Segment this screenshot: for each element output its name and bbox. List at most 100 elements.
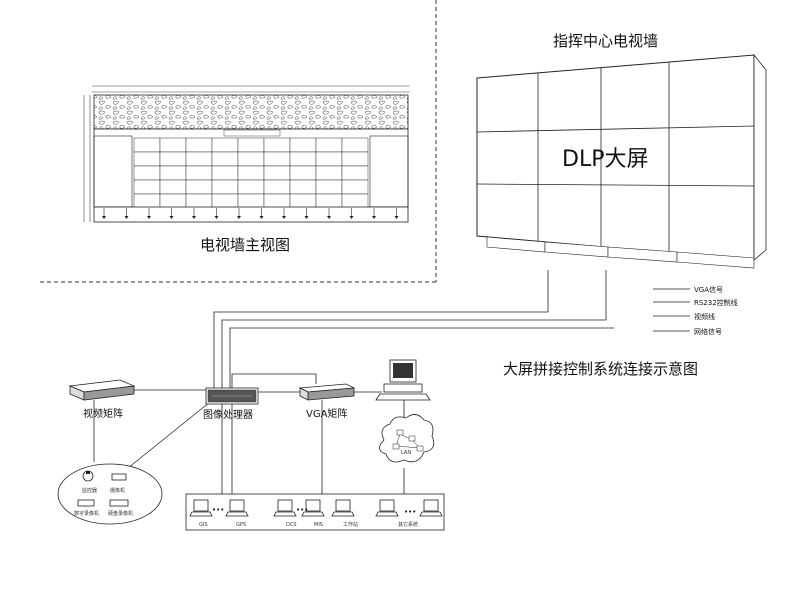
legend: VGA信号 RS232控制线 视频线 网络信号 xyxy=(653,285,738,336)
wall-screen-cell xyxy=(185,151,213,167)
wall-screen-cell xyxy=(185,137,213,153)
image-processor xyxy=(205,387,259,405)
ellipsis-dots: ••• xyxy=(212,506,224,514)
wall-screen-cell xyxy=(289,193,317,209)
wall-screen-cell xyxy=(341,151,369,167)
laptop-icon xyxy=(189,499,213,517)
wall-screen-cell xyxy=(185,193,213,209)
wall-screen-cell xyxy=(159,137,187,153)
wall-base-marker xyxy=(124,216,129,219)
source-dome-label: 监控器 xyxy=(82,487,97,494)
wall-screen-cell xyxy=(341,193,369,209)
source-label: 其它系统 xyxy=(398,521,418,528)
legend-item: 视频线 xyxy=(694,312,715,321)
wall-base-marker xyxy=(327,216,331,219)
source-label: MIS xyxy=(314,522,323,528)
ellipsis-dots: ••• xyxy=(404,508,416,516)
dlp-wall xyxy=(476,53,767,269)
wall-screen-cell xyxy=(185,179,213,195)
wall-base-marker xyxy=(147,216,151,219)
wall-base-marker xyxy=(192,216,196,219)
connection-lines xyxy=(93,270,614,494)
wall-screen-cell xyxy=(289,165,317,181)
wall-screen-cell xyxy=(159,151,187,167)
wall-stone-band xyxy=(93,94,409,130)
video-sources: 监控器 摄像机 数字录像机 硬盘录像机 xyxy=(57,463,163,525)
wall-screen-cell xyxy=(211,151,239,167)
wall-screen-cell xyxy=(315,137,343,153)
legend-item: RS232控制线 xyxy=(694,298,738,307)
wall-screen-cell xyxy=(159,193,187,209)
wall-screen-cell xyxy=(133,179,161,195)
wall-screen-cell xyxy=(159,179,187,195)
tv-wall-front-view xyxy=(83,85,410,223)
bottom-sources: ••• ••• ••• GIS GPS DCS MIS 工作站 其它系统 xyxy=(185,493,445,531)
wall-screen-cell xyxy=(211,137,239,153)
camera-icon xyxy=(111,473,127,481)
wall-screen-cell xyxy=(237,137,265,153)
wall-screen-cell xyxy=(133,193,161,209)
source-dvr-label: 数字录像机 xyxy=(74,510,99,517)
top-right-title: 指挥中心电视墙 xyxy=(553,32,658,50)
wall-front-title: 电视墙主视图 xyxy=(200,236,290,254)
source-label: 工作站 xyxy=(343,521,358,528)
source-label: GPS xyxy=(236,522,246,528)
wall-screen-cell xyxy=(237,193,265,209)
system-title: 大屏拼接控制系统连接示意图 xyxy=(503,360,698,378)
legend-item: 网络信号 xyxy=(694,327,722,336)
laptop-icon xyxy=(273,499,297,517)
dlp-label: DLP大屏 xyxy=(562,147,648,172)
desktop-pc-icon xyxy=(375,499,399,517)
wall-base-marker xyxy=(237,216,241,219)
wall-base-marker xyxy=(304,216,309,219)
wall-screen-cell xyxy=(211,165,239,181)
wall-screen-cell xyxy=(341,137,369,153)
wall-base-marker xyxy=(102,216,106,219)
wall-screen-cell xyxy=(263,193,291,209)
vga-matrix xyxy=(298,383,356,401)
wall-screen-grid xyxy=(133,137,369,209)
vcr-icon xyxy=(109,499,129,507)
wall-screen-cell xyxy=(237,151,265,167)
source-camera-label: 摄像机 xyxy=(110,487,125,494)
wall-base-marker xyxy=(169,216,174,219)
wall-screen-cell xyxy=(263,179,291,195)
laptop-icon xyxy=(225,499,249,517)
wall-screen-cell xyxy=(263,165,291,181)
vga-matrix-label: VGA矩阵 xyxy=(306,407,347,420)
wall-screen-cell xyxy=(133,137,161,153)
video-matrix xyxy=(68,379,136,401)
ellipsis-dots: ••• xyxy=(296,506,308,514)
legend-item: VGA信号 xyxy=(694,285,723,294)
workstation-pc xyxy=(375,359,431,401)
wall-screen-cell xyxy=(315,179,343,195)
wall-screen-cell xyxy=(289,179,317,195)
wall-screen-cell xyxy=(263,137,291,153)
wall-screen-cell xyxy=(315,193,343,209)
wall-screen-cell xyxy=(341,179,369,195)
wall-screen-cell xyxy=(133,151,161,167)
network-cloud: LAN xyxy=(379,414,435,463)
wall-screen-cell xyxy=(341,165,369,181)
wall-base-marker xyxy=(282,216,286,219)
cloud-label: LAN xyxy=(401,450,411,456)
wall-base xyxy=(93,206,409,223)
laptop-icon xyxy=(331,499,355,517)
wall-screen-cell xyxy=(289,151,317,167)
wall-screen-cell xyxy=(289,137,317,153)
dvr-icon xyxy=(77,499,95,507)
wall-base-marker xyxy=(372,216,376,219)
wall-base-marker xyxy=(349,216,354,219)
wall-base-marker xyxy=(259,216,264,219)
wall-base-marker xyxy=(214,216,219,219)
wall-screen-cell xyxy=(211,179,239,195)
source-vcr-label: 硬盘录像机 xyxy=(108,510,133,517)
laptop-icon xyxy=(301,499,325,517)
wall-screen-cell xyxy=(315,151,343,167)
wall-screen-cell xyxy=(159,165,187,181)
wall-screen-cell xyxy=(185,165,213,181)
wall-screen-cell xyxy=(211,193,239,209)
wall-screen-cell xyxy=(237,165,265,181)
source-label: GIS xyxy=(199,522,208,528)
